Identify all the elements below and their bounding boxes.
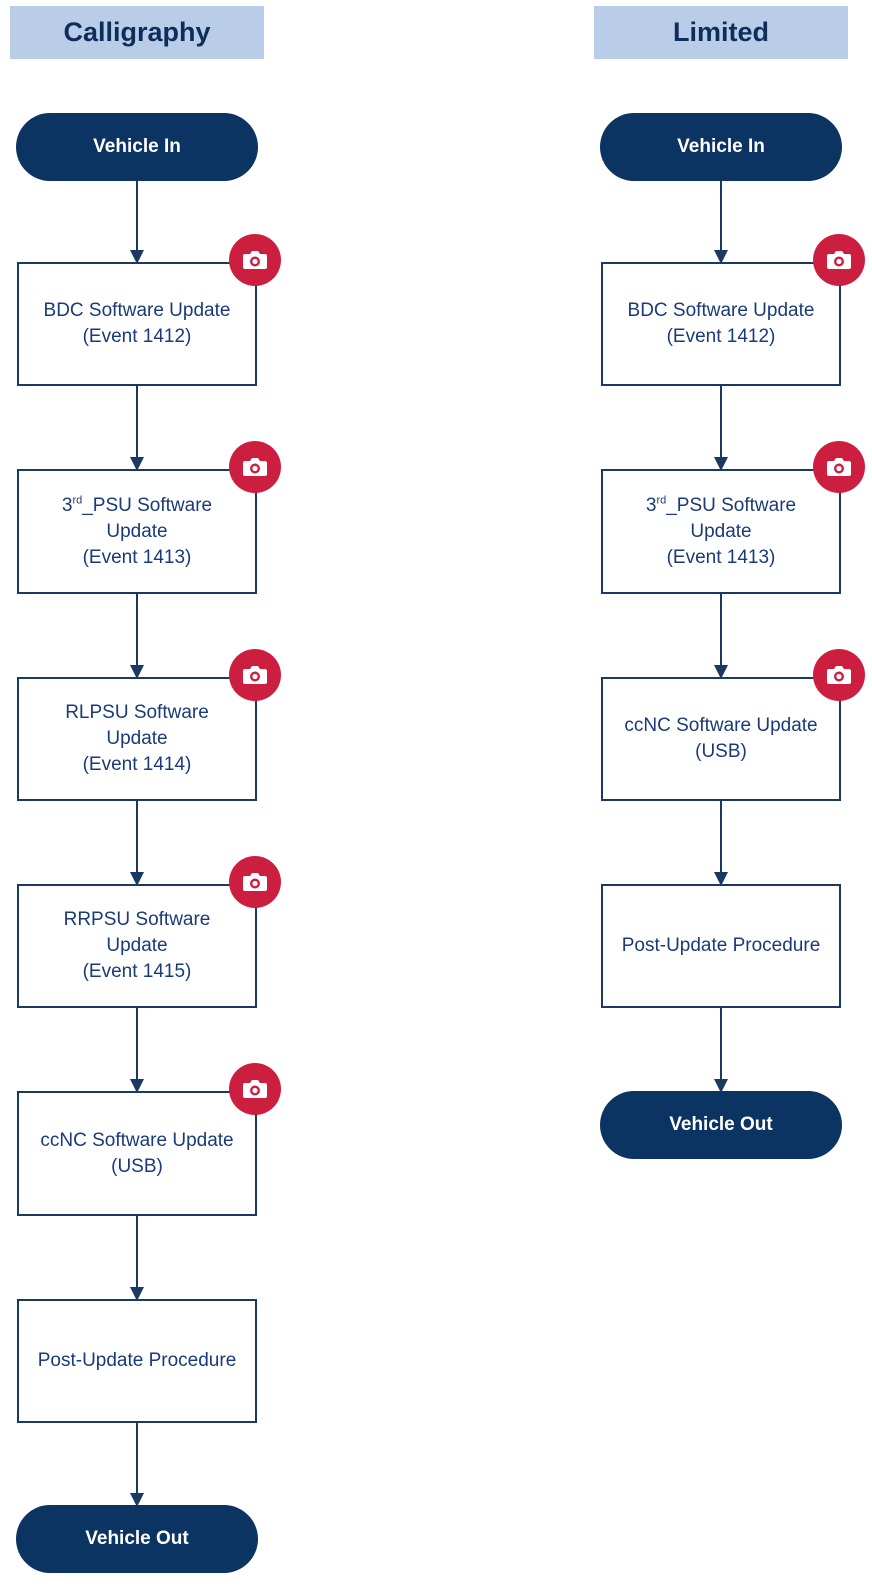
column-header: Calligraphy (10, 6, 264, 59)
process-step: BDC Software Update (Event 1412) (17, 262, 257, 386)
camera-glyph (243, 666, 267, 684)
camera-icon (229, 649, 281, 701)
step-title: BDC Software Update (627, 300, 815, 321)
step-text-line: Post-Update Procedure (38, 1348, 237, 1374)
step-text-line: BDC Software Update (44, 298, 231, 324)
step-detail: Update (Event 1413) (666, 520, 776, 568)
step-text-line: RLPSU Software (65, 700, 209, 726)
end-terminal: Vehicle Out (16, 1505, 258, 1573)
step-title: Post-Update Procedure (37, 1350, 237, 1371)
camera-glyph (827, 666, 851, 684)
step-text: ccNC Software Update (USB) (40, 1128, 233, 1180)
step-detail: Update (Event 1414) (82, 728, 192, 775)
start-terminal: Vehicle In (16, 113, 258, 181)
step-text: ccNC Software Update (USB) (624, 713, 817, 765)
step-detail: Update (Event 1413) (82, 520, 192, 568)
camera-icon (229, 441, 281, 493)
step-text-line: Post-Update Procedure (622, 933, 821, 959)
camera-icon (813, 649, 865, 701)
step-title: RLPSU Software (65, 702, 209, 723)
camera-glyph (243, 458, 267, 476)
step-text-line: ccNC Software Update (624, 713, 817, 739)
camera-icon (813, 234, 865, 286)
step-text: Post-Update Procedure (622, 933, 821, 959)
camera-glyph (243, 251, 267, 269)
ordinal-number: 3 (61, 494, 73, 516)
camera-icon (229, 1063, 281, 1115)
camera-glyph (243, 873, 267, 891)
process-step: ccNC Software Update (USB) (17, 1091, 257, 1216)
process-step: ccNC Software Update (USB) (601, 677, 841, 801)
step-detail: (USB) (695, 741, 747, 762)
camera-icon (813, 441, 865, 493)
step-text-line: BDC Software Update (628, 298, 815, 324)
step-detail: Update (Event 1415) (82, 935, 192, 982)
ordinal-suffix: rd (72, 494, 83, 507)
camera-glyph (827, 458, 851, 476)
camera-icon (229, 856, 281, 908)
step-title: BDC Software Update (43, 300, 231, 321)
step-title: _PSU Software (666, 494, 797, 516)
ordinal-suffix: rd (656, 494, 667, 507)
end-terminal: Vehicle Out (600, 1091, 842, 1159)
step-detail: (Event 1412) (666, 326, 776, 347)
camera-icon (229, 234, 281, 286)
step-title: ccNC Software Update (40, 1129, 234, 1151)
step-title: _PSU Software (82, 494, 213, 516)
step-title: Post-Update Procedure (621, 935, 821, 956)
camera-glyph (827, 251, 851, 269)
step-text-line: RRPSU Software (64, 907, 211, 933)
column-header: Limited (594, 6, 848, 59)
step-text: Post-Update Procedure (38, 1348, 237, 1374)
process-step: Post-Update Procedure (17, 1299, 257, 1423)
process-step: Post-Update Procedure (601, 884, 841, 1008)
step-title: RRPSU Software (63, 909, 211, 930)
step-detail: (USB) (111, 1155, 163, 1177)
camera-glyph (243, 1080, 267, 1098)
step-text-line: 3rd_PSU Software (646, 493, 796, 519)
process-step: BDC Software Update (Event 1412) (601, 262, 841, 386)
step-text-line: ccNC Software Update (40, 1128, 233, 1154)
step-detail: (Event 1412) (82, 326, 192, 347)
start-terminal: Vehicle In (600, 113, 842, 181)
step-text-line: 3rd_PSU Software (62, 493, 212, 519)
step-text: BDC Software Update (Event 1412) (628, 298, 815, 350)
step-text: BDC Software Update (Event 1412) (44, 298, 231, 350)
step-title: ccNC Software Update (624, 715, 818, 736)
ordinal-number: 3 (645, 494, 657, 516)
